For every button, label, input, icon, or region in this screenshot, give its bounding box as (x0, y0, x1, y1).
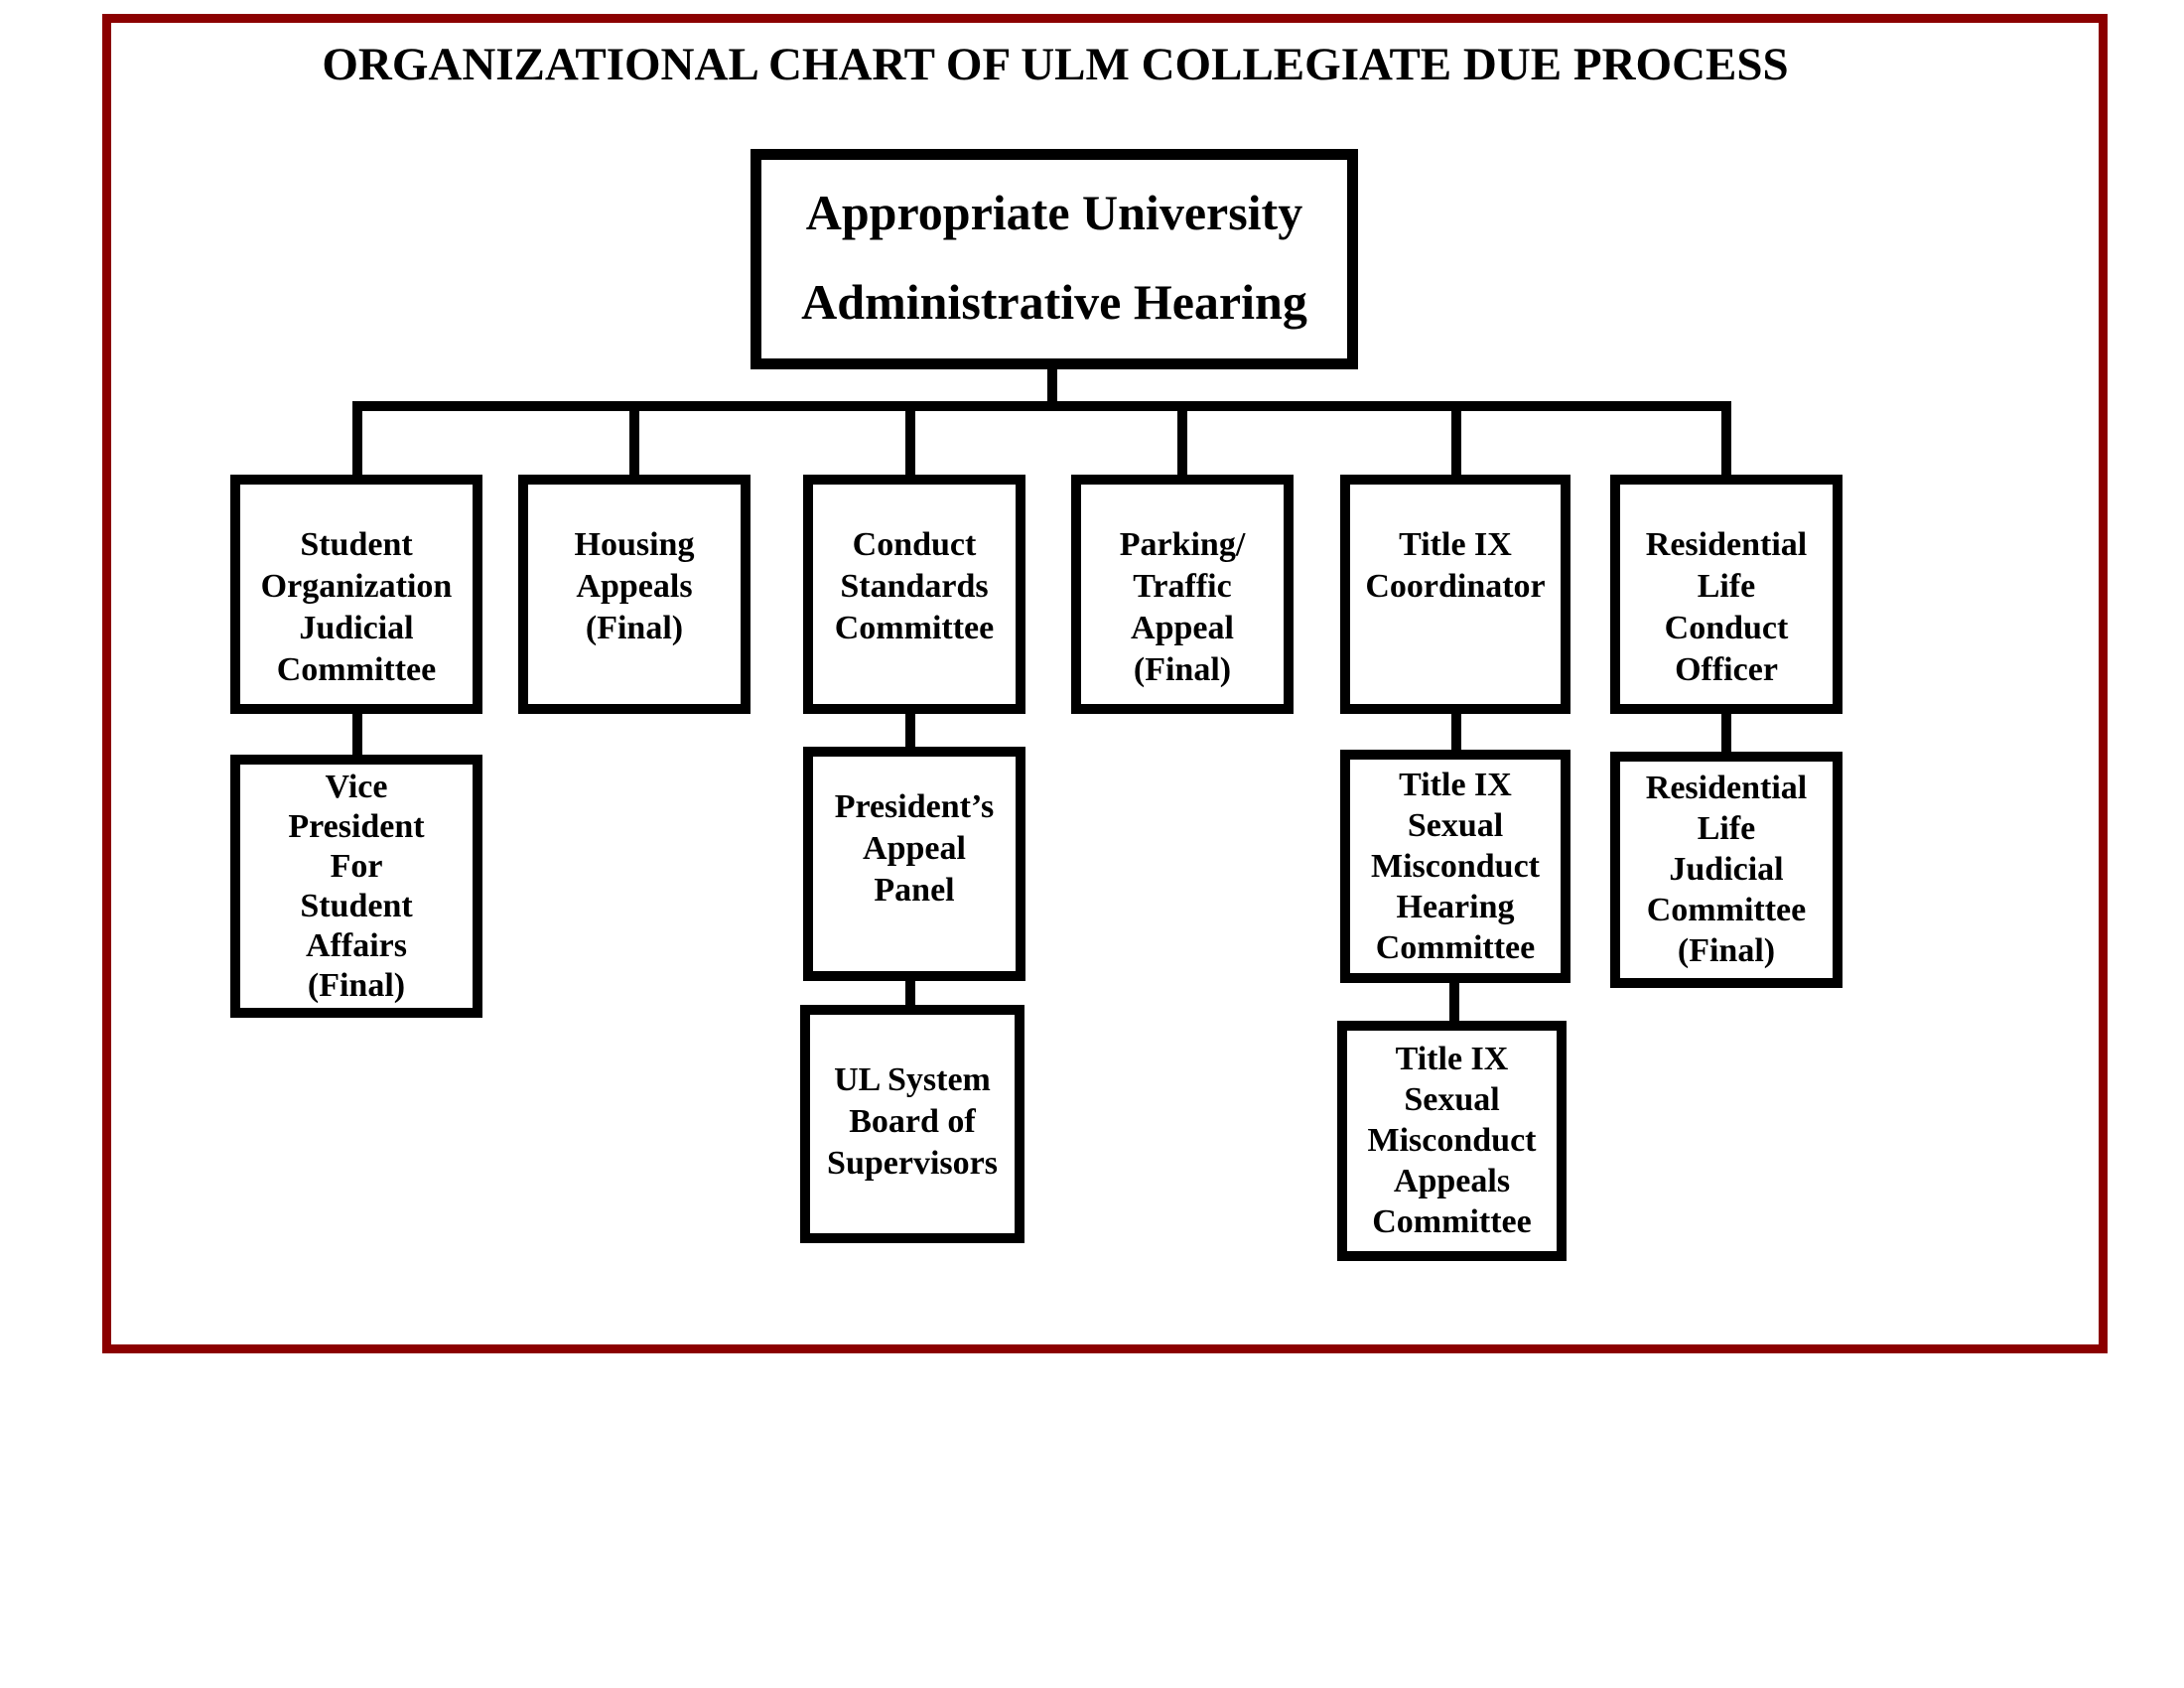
node-label-line: Traffic (1133, 568, 1232, 605)
node-label-line: Organization (260, 568, 453, 605)
node-residential-life-judicial-committee-final: Residential Life Judicial Committee (Fin… (1610, 752, 1843, 988)
node-label-line: Residential (1645, 770, 1808, 806)
connector-student-org-to-vp (352, 703, 362, 765)
node-label-line: Conduct (852, 526, 977, 563)
node-label-line: Student (300, 888, 413, 924)
node-label-line: Hearing (1396, 889, 1515, 925)
node-label-line: Committee (1372, 1203, 1532, 1240)
node-label-line: Committee (1646, 892, 1807, 928)
connector-root-stem (1047, 355, 1057, 411)
node-label-line: Sexual (1404, 1081, 1500, 1118)
node-label-line: Panel (874, 872, 955, 909)
node-label-line: Appeal (863, 830, 966, 867)
node-label-line: Appeals (1393, 1163, 1511, 1199)
node-label-line: Vice (325, 769, 388, 805)
node-label-line: Misconduct (1367, 1122, 1537, 1159)
node-label-line: President (288, 808, 425, 845)
node-label-line: (Final) (307, 967, 406, 1004)
node-parking-traffic-appeal-final: Parking/ Traffic Appeal (Final) (1071, 475, 1294, 714)
node-label-line: Administrative Hearing (801, 274, 1307, 330)
node-label-line: Standards (840, 568, 989, 605)
node-student-organization-judicial-committee: Student Organization Judicial Committee (230, 475, 482, 714)
node-label-line: Appeal (1131, 610, 1234, 646)
node-presidents-appeal-panel: President’s Appeal Panel (803, 747, 1025, 981)
node-label-line: Student (300, 526, 413, 563)
node-label-line: Title IX (1399, 526, 1512, 563)
node-label-line: (Final) (585, 610, 684, 646)
node-title-ix-coordinator: Title IX Coordinator (1340, 475, 1570, 714)
node-label-line: Housing (574, 526, 695, 563)
connector-drop-student-org (352, 401, 362, 485)
connector-drop-title-ix (1451, 401, 1461, 485)
node-label-line: Committee (1375, 929, 1536, 966)
node-label-line: Appropriate University (805, 185, 1303, 240)
node-label-line: Residential (1645, 526, 1808, 563)
node-label-line: Title IX (1395, 1041, 1509, 1077)
node-label-line: Life (1697, 810, 1756, 847)
node-label-line: Sexual (1407, 807, 1504, 844)
node-label-line: Board of (849, 1103, 976, 1140)
node-label-line: Appeals (576, 568, 693, 605)
node-label-line: (Final) (1677, 932, 1776, 969)
node-label-line: President’s (834, 788, 995, 825)
node-residential-life-conduct-officer: Residential Life Conduct Officer (1610, 475, 1843, 714)
node-title-ix-sexual-misconduct-hearing-committee: Title IX Sexual Misconduct Hearing Commi… (1340, 750, 1570, 983)
node-label-line: UL System (834, 1061, 991, 1098)
connector-drop-conduct (905, 401, 915, 485)
node-label-line: Parking/ (1119, 526, 1246, 563)
node-label-line: Coordinator (1365, 568, 1546, 605)
node-title-ix-sexual-misconduct-appeals-committee: Title IX Sexual Misconduct Appeals Commi… (1337, 1021, 1567, 1261)
node-vice-president-for-student-affairs-final: Vice President For Student Affairs (Fina… (230, 755, 482, 1018)
node-label-line: Life (1697, 568, 1756, 605)
node-label-line: Judicial (299, 610, 414, 646)
connector-residential-to-judicial (1721, 703, 1731, 762)
node-appropriate-university-administrative-hearing: Appropriate University Administrative He… (751, 149, 1358, 369)
connector-horizontal-bar (352, 401, 1731, 411)
node-label-line: Misconduct (1371, 848, 1540, 885)
connector-drop-parking (1177, 401, 1187, 485)
node-label-line: Affairs (306, 927, 407, 964)
node-label-line: Conduct (1664, 610, 1789, 646)
node-housing-appeals-final: Housing Appeals (Final) (518, 475, 751, 714)
chart-title: ORGANIZATIONAL CHART OF ULM COLLEGIATE D… (322, 39, 1789, 90)
node-label-line: Officer (1675, 651, 1778, 688)
node-label-line: For (330, 848, 383, 885)
node-label-line: Judicial (1669, 851, 1784, 888)
node-label-line: Supervisors (827, 1145, 998, 1182)
node-label-line: (Final) (1133, 651, 1232, 688)
node-label-line: Title IX (1399, 767, 1512, 803)
connector-conduct-to-presidents-panel (905, 703, 915, 757)
node-ul-system-board-of-supervisors: UL System Board of Supervisors (800, 1005, 1024, 1243)
connector-drop-housing (629, 401, 639, 485)
connector-presidents-panel-to-ul-board (905, 968, 915, 1015)
connector-hearing-to-appeals (1449, 971, 1459, 1031)
node-label-line: Committee (834, 610, 995, 646)
connector-drop-residential (1721, 401, 1731, 485)
connector-title-ix-to-hearing (1451, 703, 1461, 760)
node-label-line: Committee (276, 651, 437, 688)
node-conduct-standards-committee: Conduct Standards Committee (803, 475, 1025, 714)
